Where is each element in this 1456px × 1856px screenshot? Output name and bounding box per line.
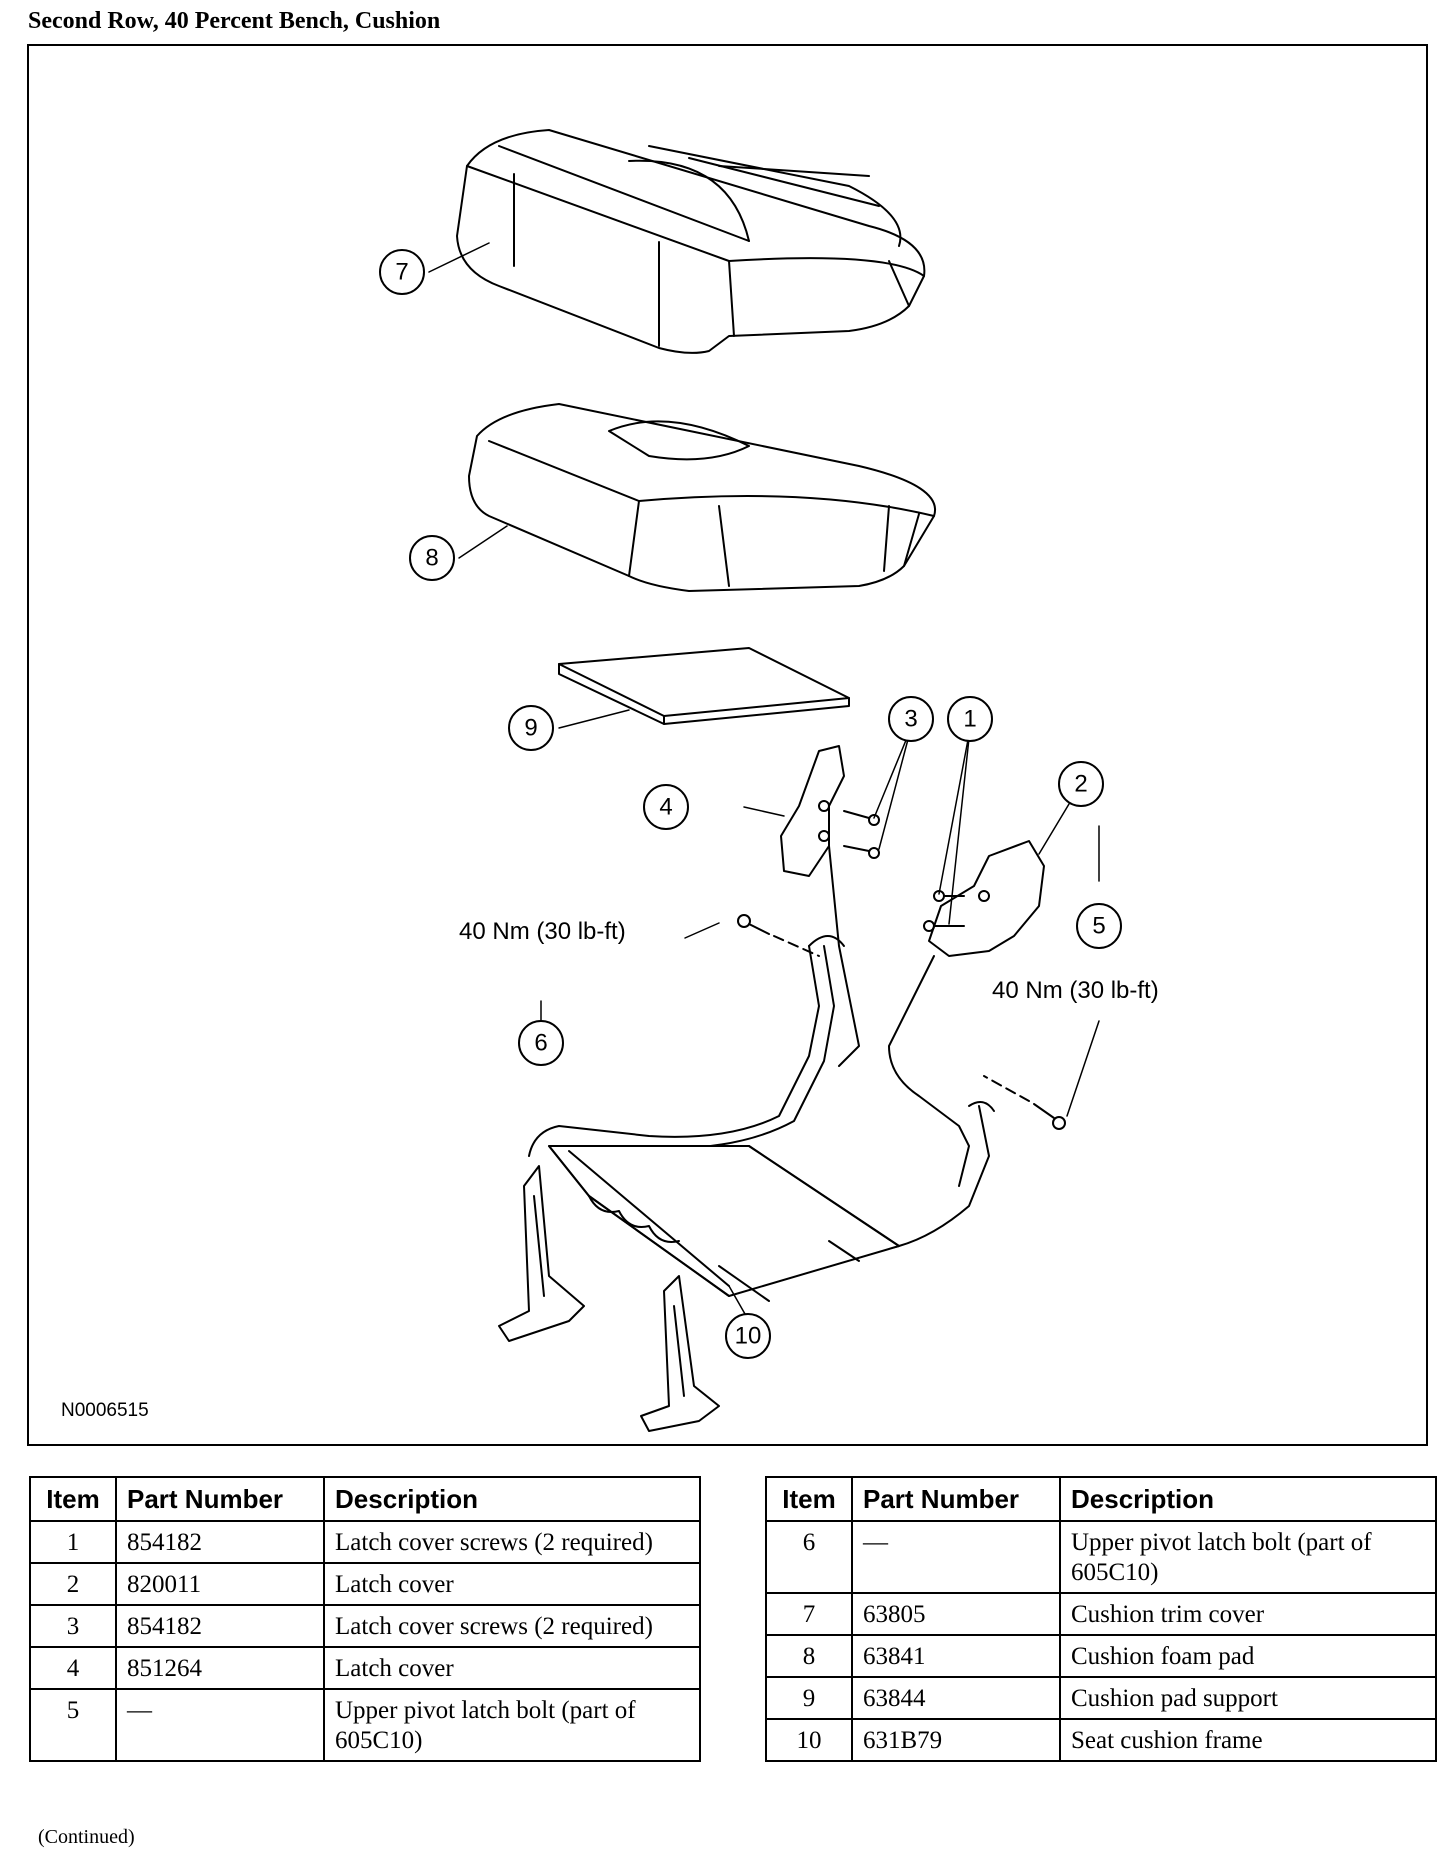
table-row: 7 63805 Cushion trim cover <box>765 1592 1437 1636</box>
callout-label-10: 10 <box>735 1323 762 1350</box>
cell-part-number: 63844 <box>851 1676 1061 1720</box>
cell-description: Cushion trim cover <box>1059 1592 1437 1636</box>
callout-label-8: 8 <box>425 545 438 572</box>
cell-part-number: 854182 <box>115 1520 325 1564</box>
table-row: 9 63844 Cushion pad support <box>765 1676 1437 1720</box>
cell-description: Cushion foam pad <box>1059 1634 1437 1678</box>
callout-label-1: 1 <box>963 706 976 733</box>
header-description: Description <box>1059 1476 1437 1522</box>
cell-description: Upper pivot latch bolt (part of 605C10) <box>323 1688 701 1762</box>
cell-item: 2 <box>29 1562 117 1606</box>
callout-circle-1 <box>947 696 993 742</box>
parts-table-left: Item Part Number Description 1 854182 La… <box>29 1476 701 1762</box>
callout-circle-2 <box>1058 761 1104 807</box>
callout-circles <box>379 249 1122 1359</box>
callout-circle-8 <box>409 535 455 581</box>
callout-label-4: 4 <box>659 794 672 821</box>
cell-part-number: 854182 <box>115 1604 325 1648</box>
cell-item: 4 <box>29 1646 117 1690</box>
cushion-trim-cover-drawing <box>456 129 926 354</box>
table-row: 10 631B79 Seat cushion frame <box>765 1718 1437 1762</box>
callout-label-2: 2 <box>1074 771 1087 798</box>
cell-item: 1 <box>29 1520 117 1564</box>
cell-part-number: — <box>115 1688 325 1762</box>
cell-part-number: 820011 <box>115 1562 325 1606</box>
upper-pivot-latch-bolt-right-drawing <box>983 1075 1066 1130</box>
callout-label-3: 3 <box>904 706 917 733</box>
cell-item: 5 <box>29 1688 117 1762</box>
header-item: Item <box>29 1476 117 1522</box>
cell-item: 7 <box>765 1592 853 1636</box>
header-item: Item <box>765 1476 853 1522</box>
torque-spec-left: 40 Nm (30 lb-ft) <box>459 918 626 945</box>
latch-cover-screws-left-drawing <box>843 810 880 859</box>
callout-circle-7 <box>379 249 425 295</box>
table-row: 8 63841 Cushion foam pad <box>765 1634 1437 1678</box>
cushion-pad-support-drawing <box>558 647 850 725</box>
continued-note: (Continued) <box>38 1826 135 1848</box>
header-description: Description <box>323 1476 701 1522</box>
cell-item: 9 <box>765 1676 853 1720</box>
table-row: 4 851264 Latch cover <box>29 1646 701 1690</box>
callout-label-6: 6 <box>534 1030 547 1057</box>
header-part-number: Part Number <box>851 1476 1061 1522</box>
upper-pivot-latch-bolt-left-drawing <box>737 914 820 957</box>
cell-description: Upper pivot latch bolt (part of 605C10) <box>1059 1520 1437 1594</box>
callout-circle-4 <box>643 784 689 830</box>
cell-description: Latch cover screws (2 required) <box>323 1520 701 1564</box>
page-title: Second Row, 40 Percent Bench, Cushion <box>28 8 441 34</box>
cell-item: 6 <box>765 1520 853 1594</box>
cell-part-number: 851264 <box>115 1646 325 1690</box>
cell-description: Latch cover <box>323 1562 701 1606</box>
leader-lines <box>428 242 1100 1322</box>
cell-description: Cushion pad support <box>1059 1676 1437 1720</box>
cell-item: 10 <box>765 1718 853 1762</box>
seat-cushion-frame-drawing <box>498 845 995 1432</box>
callout-label-5: 5 <box>1092 913 1105 940</box>
torque-spec-right: 40 Nm (30 lb-ft) <box>992 977 1159 1004</box>
cell-description: Seat cushion frame <box>1059 1718 1437 1762</box>
parts-table-right: Item Part Number Description 6 — Upper p… <box>765 1476 1437 1762</box>
table-row: 5 — Upper pivot latch bolt (part of 605C… <box>29 1688 701 1762</box>
callout-circle-5 <box>1076 903 1122 949</box>
cushion-foam-pad-drawing <box>468 403 937 592</box>
table-row: 2 820011 Latch cover <box>29 1562 701 1606</box>
cell-description: Latch cover screws (2 required) <box>323 1604 701 1648</box>
figure-id: N0006515 <box>61 1400 149 1421</box>
callout-label-9: 9 <box>524 715 537 742</box>
callout-circle-10 <box>725 1313 771 1359</box>
cell-item: 8 <box>765 1634 853 1678</box>
table-row: 3 854182 Latch cover screws (2 required) <box>29 1604 701 1648</box>
cell-part-number: 63805 <box>851 1592 1061 1636</box>
cell-description: Latch cover <box>323 1646 701 1690</box>
table-row: 6 — Upper pivot latch bolt (part of 605C… <box>765 1520 1437 1594</box>
exploded-diagram: 1 2 3 4 5 6 7 8 9 10 40 Nm (30 lb-ft) 40… <box>27 44 1428 1446</box>
left-latch-cover-drawing <box>780 745 845 877</box>
header-part-number: Part Number <box>115 1476 325 1522</box>
callout-circle-9 <box>508 705 554 751</box>
table-header-row: Item Part Number Description <box>29 1476 701 1522</box>
table-row: 1 854182 Latch cover screws (2 required) <box>29 1520 701 1564</box>
cell-part-number: 63841 <box>851 1634 1061 1678</box>
cell-item: 3 <box>29 1604 117 1648</box>
callout-circle-6 <box>518 1020 564 1066</box>
cell-part-number: — <box>851 1520 1061 1594</box>
table-header-row: Item Part Number Description <box>765 1476 1437 1522</box>
cell-part-number: 631B79 <box>851 1718 1061 1762</box>
callout-circle-3 <box>888 696 934 742</box>
callout-label-7: 7 <box>395 259 408 286</box>
